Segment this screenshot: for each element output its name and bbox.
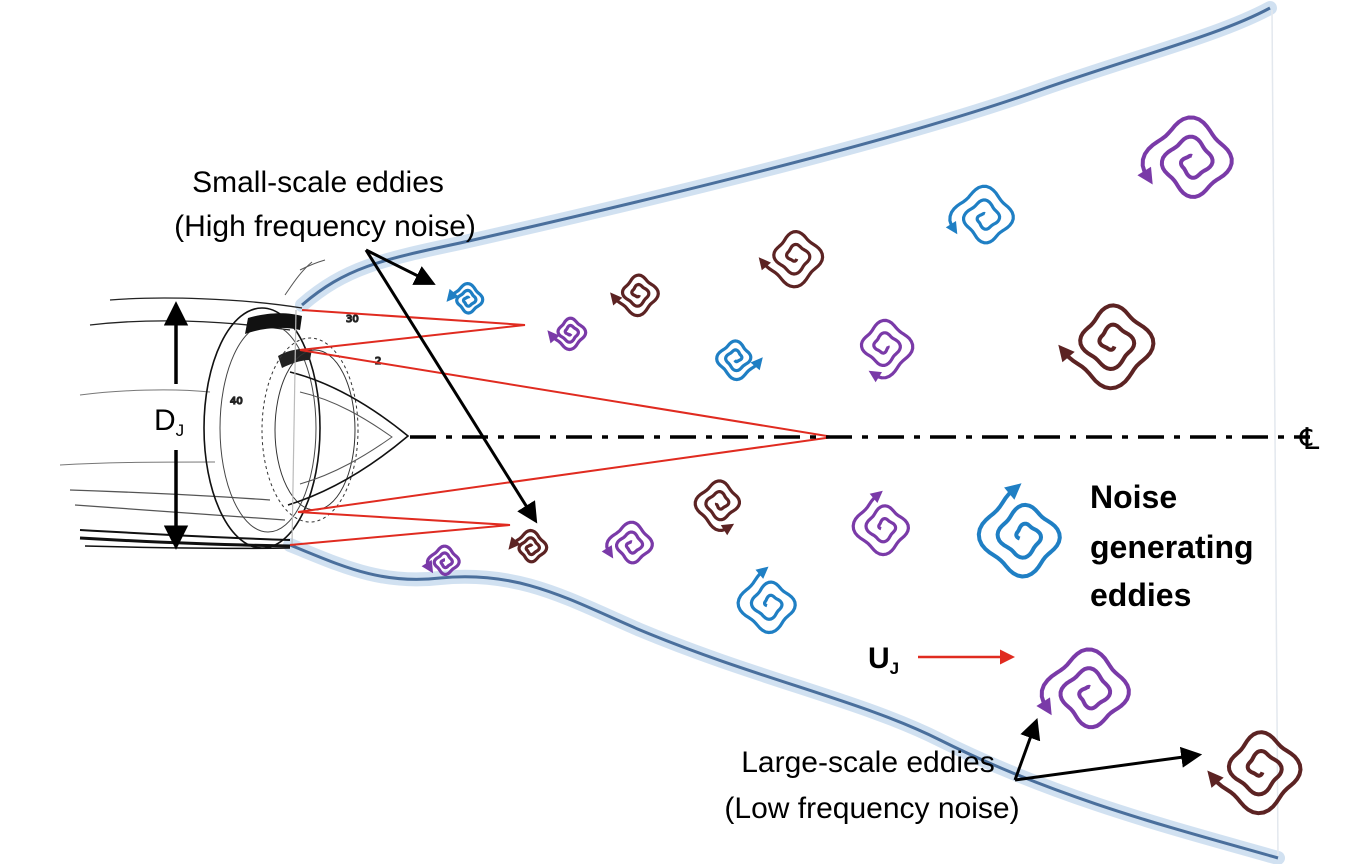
noise-generating-line2: generating xyxy=(1090,529,1254,565)
rotation-arrowhead-icon xyxy=(755,566,769,579)
large-scale-eddies-subtitle: (Low frequency noise) xyxy=(724,792,1019,825)
rotation-arrowhead-icon xyxy=(1137,166,1153,185)
spiral-eddy-icon xyxy=(948,184,1015,245)
engine-mark-2: 2 xyxy=(375,356,381,367)
small-scale-pointer-lower xyxy=(364,249,538,524)
jet-plume-boundary-upper xyxy=(301,6,1271,307)
small-scale-pointer-upper xyxy=(365,248,436,285)
plume-right-edge xyxy=(1271,9,1279,857)
jet-plume-glow-upper xyxy=(295,1,1277,312)
spiral-eddy-icon xyxy=(1211,730,1303,816)
rotation-arrowhead-icon xyxy=(446,288,459,302)
spiral-eddy-icon xyxy=(613,273,660,318)
noise-generating-line3: eddies xyxy=(1090,577,1191,613)
spiral-eddy-icon xyxy=(736,569,797,635)
spiral-eddy-icon xyxy=(425,544,461,576)
rotation-arrowhead-icon xyxy=(758,257,771,271)
rotation-arrowhead-icon xyxy=(1058,344,1075,363)
jet-plume xyxy=(283,1,1285,864)
large-scale-eddies-title: Large-scale eddies xyxy=(741,746,995,779)
noise-generating-line1: Noise xyxy=(1090,479,1177,515)
centerline-symbol: ℄ xyxy=(1299,423,1319,456)
spiral-eddy-icon xyxy=(511,528,549,564)
jet-plume-boundary-lower xyxy=(289,543,1279,860)
spiral-eddy-icon xyxy=(1140,115,1234,199)
spiral-eddy-icon xyxy=(605,520,654,565)
rotation-arrowhead-icon xyxy=(720,523,735,536)
rotation-arrowhead-icon xyxy=(1036,697,1052,716)
spiral-eddy-icon xyxy=(550,316,588,352)
spiral-eddy-icon xyxy=(976,487,1062,579)
diameter-subscript: J xyxy=(176,421,185,440)
velocity-symbol: U xyxy=(868,642,890,675)
engine-mark-40: 40 xyxy=(230,396,243,407)
rotation-arrowhead-icon xyxy=(601,545,614,559)
spiral-eddy-icon xyxy=(693,479,741,532)
small-scale-eddies-subtitle: (High frequency noise) xyxy=(174,210,476,243)
spiral-eddy-icon xyxy=(449,282,485,315)
spiral-eddy-icon xyxy=(1062,303,1156,391)
rotation-arrowhead-icon xyxy=(421,559,434,574)
rotation-arrowhead-icon xyxy=(750,357,763,371)
jet-engine-nacelle-drawing: 30 40 2 xyxy=(59,259,410,550)
small-scale-eddies-title: Small-scale eddies xyxy=(192,166,444,199)
diameter-label: DJ xyxy=(154,404,184,440)
rotation-arrowhead-icon xyxy=(508,536,521,550)
velocity-subscript: J xyxy=(890,659,899,678)
diameter-symbol: D xyxy=(154,404,176,437)
shear-line-lower xyxy=(289,436,834,546)
rotation-arrowhead-icon xyxy=(1004,483,1022,500)
large-scale-pointer-right xyxy=(1014,746,1203,782)
spiral-eddy-icon xyxy=(851,494,910,557)
shear-layer-lines xyxy=(289,309,834,546)
rotation-arrowhead-icon xyxy=(1207,770,1224,788)
spiral-eddy-icon xyxy=(762,230,825,289)
spiral-eddy-icon xyxy=(859,318,915,380)
engine-mark-30: 30 xyxy=(346,314,359,325)
rotation-arrowhead-icon xyxy=(610,292,623,306)
rotation-arrowhead-icon xyxy=(869,490,883,503)
spiral-eddy-icon xyxy=(715,339,760,382)
rotation-arrowhead-icon xyxy=(547,330,560,344)
rotation-arrowhead-icon xyxy=(868,370,882,383)
shear-line-upper xyxy=(299,309,834,438)
large-scale-pointer-upper xyxy=(1013,718,1041,781)
rotation-arrowhead-icon xyxy=(945,221,958,235)
eddy-field xyxy=(421,115,1303,816)
spiral-eddy-icon xyxy=(1039,647,1131,730)
velocity-label: UJ xyxy=(868,642,899,678)
